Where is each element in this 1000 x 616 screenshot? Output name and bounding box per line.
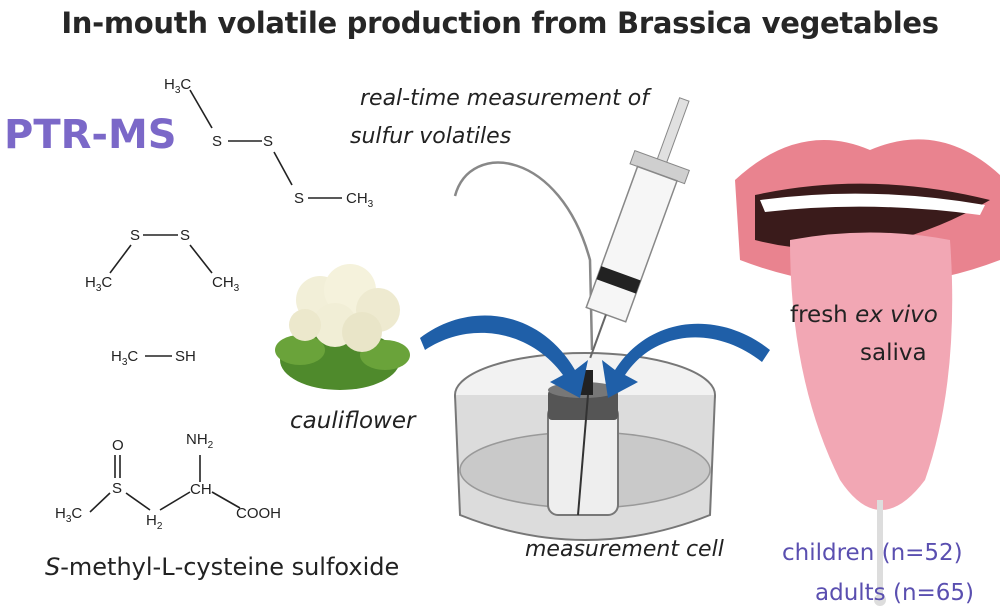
- atom-label: COOH: [236, 505, 281, 522]
- sample-label: cauliflower: [290, 408, 416, 434]
- tongue-icon: [735, 139, 1000, 606]
- atom-label: NH2: [186, 431, 214, 451]
- dmts-structure: [189, 89, 342, 199]
- saliva-label-line1: fresh ex vivo: [790, 302, 938, 328]
- atom-label: S: [130, 227, 141, 244]
- cauliflower-icon: [275, 264, 410, 390]
- participants-adults: adults (n=65): [815, 580, 975, 606]
- cell-label: measurement cell: [525, 537, 724, 562]
- precursor-suffix: -cysteine sulfoxide: [174, 553, 400, 581]
- syringe-icon: [585, 97, 690, 359]
- atom-label: H3C: [164, 76, 192, 96]
- saliva-prefix: fresh: [790, 302, 856, 328]
- atom-label: CH3: [212, 274, 240, 294]
- atom-label: O: [112, 437, 124, 454]
- atom-label: CH3: [346, 190, 374, 210]
- arrow-icon: [602, 323, 770, 398]
- atom-label: S: [112, 480, 123, 497]
- measurement-note-line2: sulfur volatiles: [350, 124, 512, 149]
- precursor-prefix: S: [45, 553, 61, 581]
- precursor-middle: -methyl-: [60, 553, 162, 581]
- arrow-icon: [420, 315, 588, 398]
- atom-label: S: [212, 133, 223, 150]
- atom-label: H3C: [85, 274, 113, 294]
- method-label: PTR-MS: [4, 112, 177, 158]
- participants-children: children (n=52): [782, 540, 963, 566]
- measurement-cell-icon: [454, 352, 716, 541]
- measurement-note-line1: real-time measurement of: [360, 86, 649, 111]
- atom-label: CH: [190, 481, 212, 498]
- atom-label: H3C: [55, 505, 83, 525]
- atom-label: H2: [146, 512, 163, 532]
- precursor-label: S-methyl-L-cysteine sulfoxide: [45, 553, 399, 581]
- sampling-tube: [453, 161, 594, 351]
- atom-label: S: [294, 190, 305, 207]
- saliva-label-line2: saliva: [860, 340, 927, 366]
- saliva-emphasis: ex vivo: [855, 302, 938, 328]
- diagram-title: In-mouth volatile production from Brassi…: [61, 6, 939, 40]
- atom-label: H3C: [111, 348, 139, 368]
- atom-label: S: [180, 227, 191, 244]
- atom-label: S: [263, 133, 274, 150]
- atom-label: SH: [175, 348, 196, 365]
- smcso-structure: [89, 455, 241, 513]
- precursor-stereo: L: [161, 553, 175, 581]
- dmds-structure: [109, 234, 213, 274]
